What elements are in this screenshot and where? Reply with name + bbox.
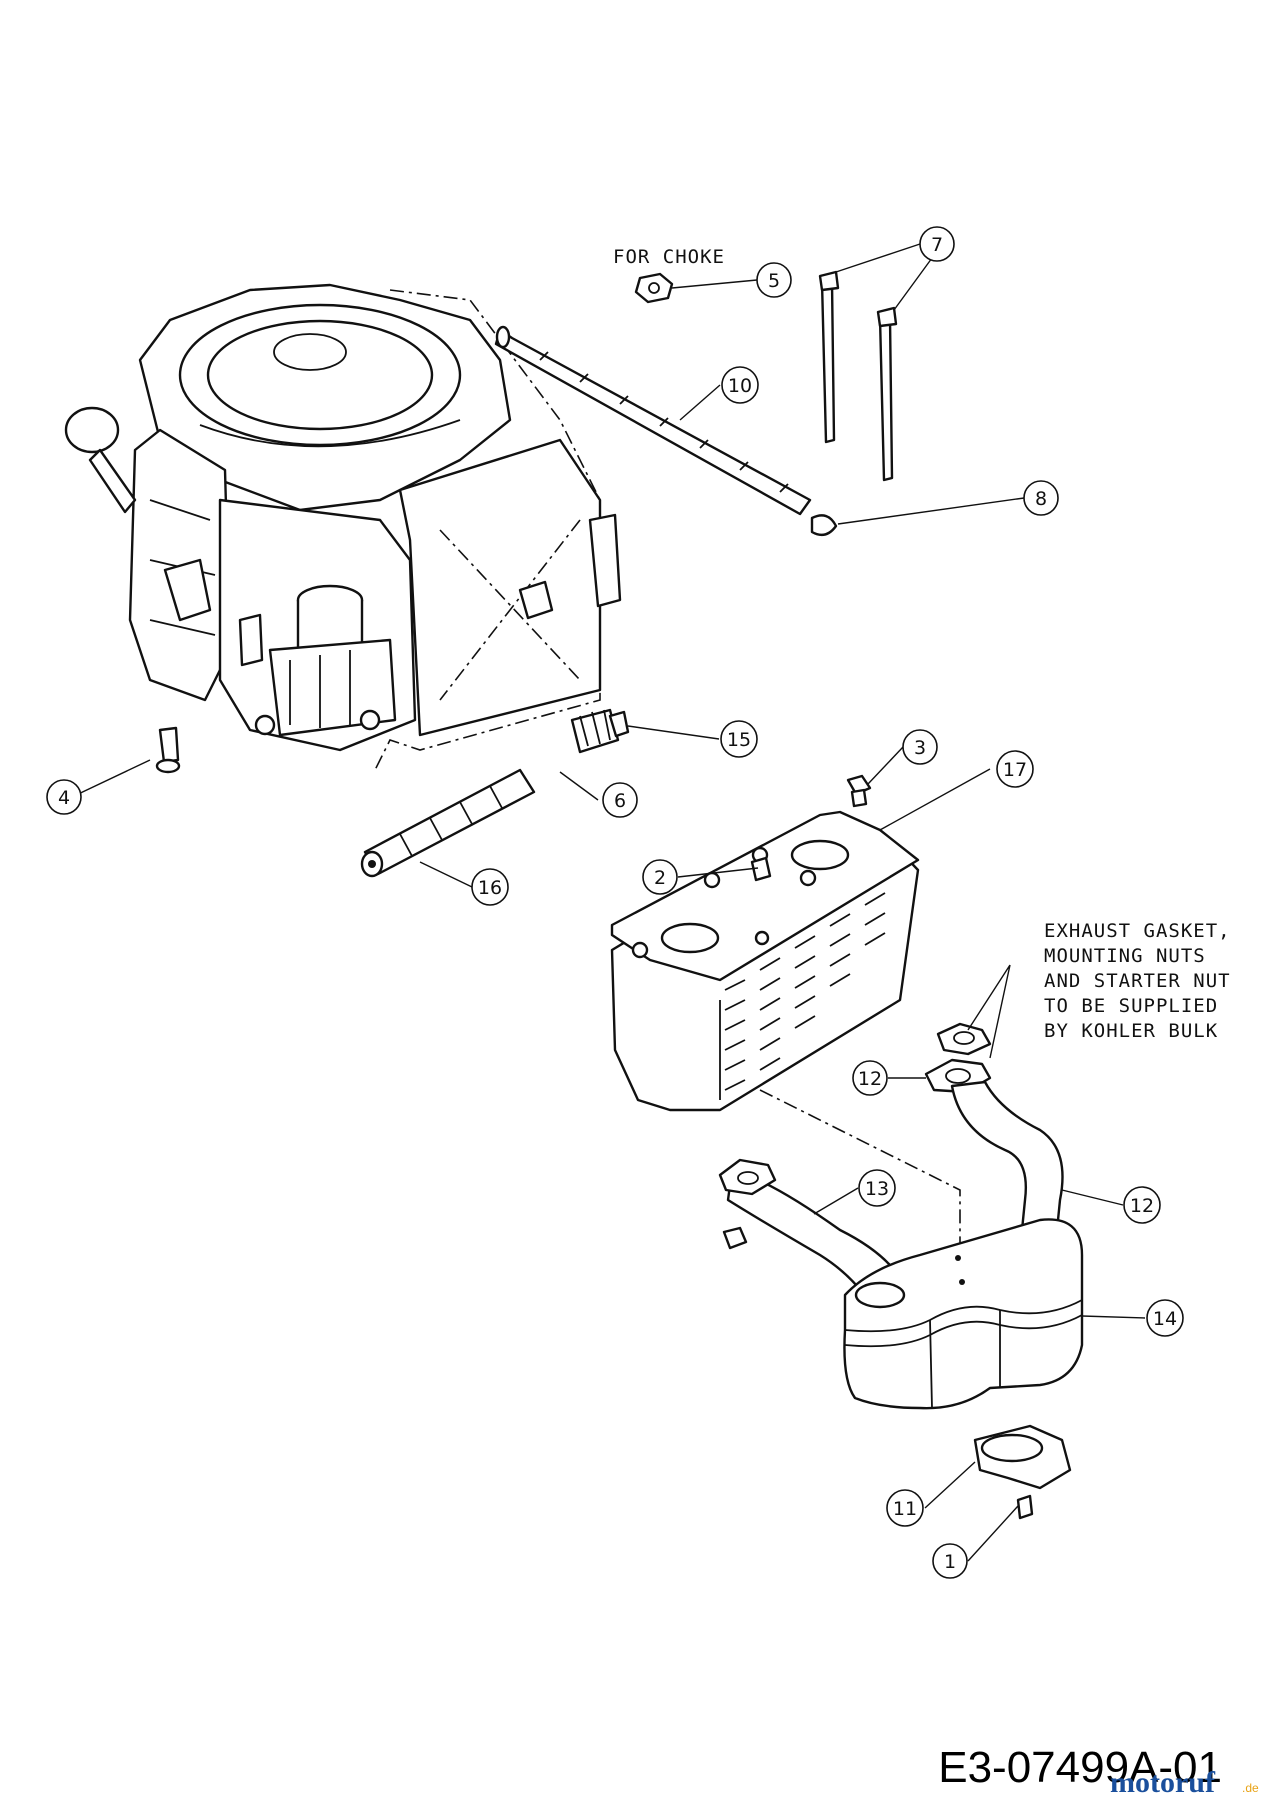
callout-10: 10 (721, 366, 759, 404)
callout-16: 16 (471, 868, 509, 906)
callout-13: 13 (858, 1169, 896, 1207)
callout-12-pipe: 12 (1123, 1186, 1161, 1224)
cable-ties (818, 270, 898, 482)
muffler (843, 1218, 1084, 1410)
callout-12-gasket: 12 (852, 1060, 888, 1096)
svg-text:17: 17 (1003, 759, 1027, 781)
hose-clamp (810, 514, 838, 537)
svg-text:.de: .de (1242, 1781, 1259, 1795)
leader-lines (71, 243, 1146, 1562)
choke-nut (634, 272, 674, 304)
callout-1: 1 (932, 1543, 968, 1579)
svg-text:1: 1 (944, 1551, 956, 1573)
svg-text:12: 12 (1130, 1195, 1154, 1217)
svg-text:5: 5 (768, 270, 780, 292)
heat-shield (610, 810, 920, 1112)
svg-text:3: 3 (914, 737, 926, 759)
callout-bubbles: 5 7 10 8 4 15 6 16 (46, 226, 1184, 1579)
callout-17: 17 (996, 750, 1034, 788)
kohler-note: EXHAUST GASKET, MOUNTING NUTS AND STARTE… (1044, 920, 1231, 1042)
bolt-2 (750, 856, 772, 882)
svg-text:EXHAUST GASKET,: EXHAUST GASKET, (1044, 920, 1231, 942)
callout-6: 6 (602, 782, 638, 818)
svg-text:10: 10 (728, 375, 752, 397)
drawing-number: E3-07499A-01 (938, 1743, 1222, 1792)
callout-4: 4 (46, 779, 82, 815)
callout-5: 5 (756, 262, 792, 298)
svg-text:4: 4 (58, 787, 70, 809)
callout-3: 3 (902, 729, 938, 765)
svg-text:MOUNTING NUTS: MOUNTING NUTS (1044, 945, 1206, 967)
deflector (973, 1424, 1072, 1520)
svg-text:TO BE SUPPLIED: TO BE SUPPLIED (1044, 995, 1218, 1017)
svg-text:11: 11 (893, 1498, 917, 1520)
svg-text:2: 2 (654, 867, 666, 889)
callout-14: 14 (1146, 1299, 1184, 1337)
callout-15: 15 (720, 720, 758, 758)
svg-text:13: 13 (865, 1178, 889, 1200)
svg-text:motoruf: motoruf (1110, 1766, 1216, 1799)
svg-text:AND STARTER NUT: AND STARTER NUT (1044, 970, 1231, 992)
watermark-logo: motoruf .de (1110, 1766, 1259, 1799)
callout-7: 7 (919, 226, 955, 262)
svg-text:7: 7 (931, 234, 943, 256)
bolt-3 (846, 774, 872, 808)
callout-8: 8 (1023, 480, 1059, 516)
fitting (570, 708, 630, 754)
callout-11: 11 (886, 1489, 924, 1527)
svg-text:BY KOHLER BULK: BY KOHLER BULK (1044, 1020, 1218, 1042)
svg-text:15: 15 (727, 729, 751, 751)
hose (494, 325, 812, 516)
short-hose (360, 768, 536, 878)
engine-assembly (64, 283, 622, 774)
svg-text:6: 6 (614, 790, 626, 812)
svg-text:14: 14 (1153, 1308, 1177, 1330)
svg-text:16: 16 (478, 877, 502, 899)
callout-2: 2 (642, 859, 678, 895)
svg-text:8: 8 (1035, 488, 1047, 510)
for-choke-note: FOR CHOKE (613, 246, 725, 268)
svg-text:12: 12 (858, 1068, 882, 1090)
